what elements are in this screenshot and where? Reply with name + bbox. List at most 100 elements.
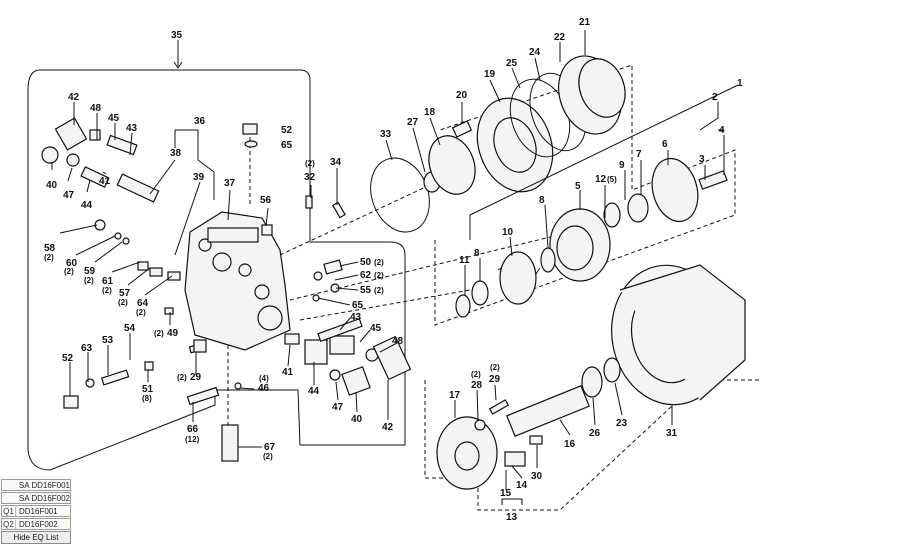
part-label: 12 bbox=[595, 174, 607, 185]
hide-eq-list-button[interactable]: Hide EQ List bbox=[1, 531, 71, 544]
part-label: 53 bbox=[102, 335, 114, 346]
part-label: 8 bbox=[539, 195, 545, 206]
part-label: 21 bbox=[579, 17, 591, 28]
part-30 bbox=[529, 435, 543, 445]
shaft-16 bbox=[506, 385, 590, 437]
part-label: 40 bbox=[46, 180, 58, 191]
part-label: 33 bbox=[380, 129, 392, 140]
part-label: 62 bbox=[360, 270, 372, 281]
part-label: 9 bbox=[619, 160, 625, 171]
plate-6 bbox=[651, 157, 699, 223]
ring-8a bbox=[540, 247, 556, 273]
part-label: 55 bbox=[360, 285, 372, 296]
lower-shaft-pins bbox=[193, 339, 242, 462]
o-ring-33 bbox=[370, 157, 430, 233]
axis-line-3 bbox=[299, 289, 471, 321]
part-label: 61 bbox=[102, 276, 114, 287]
cylinder-block-5-face bbox=[556, 225, 594, 271]
part-label: 57 bbox=[119, 288, 131, 299]
part-label: 59 bbox=[84, 266, 96, 277]
qty-label: (2) bbox=[263, 452, 273, 461]
part-label: 1 bbox=[737, 78, 743, 89]
block-port-1 bbox=[257, 305, 283, 331]
spring-10-coil bbox=[499, 251, 537, 305]
qty-label: (2) bbox=[305, 159, 315, 168]
part-label: 39 bbox=[193, 172, 205, 183]
part-label: 34 bbox=[330, 157, 342, 168]
qty-label: (5) bbox=[607, 175, 617, 184]
pin-29 bbox=[488, 399, 510, 415]
part-label: 35 bbox=[171, 30, 183, 41]
qty-label: (2) bbox=[471, 370, 481, 379]
top-plugs bbox=[242, 123, 346, 236]
eq-row-code: DD16F002 bbox=[19, 519, 58, 529]
part-label: 47 bbox=[332, 402, 344, 413]
part-label: 22 bbox=[554, 32, 566, 43]
part-label: 54 bbox=[124, 323, 136, 334]
part-label: 45 bbox=[108, 113, 120, 124]
part-label: 37 bbox=[224, 178, 236, 189]
leader-lines bbox=[51, 30, 739, 505]
bolt-3 bbox=[698, 170, 728, 190]
bearing-26 bbox=[581, 366, 603, 398]
eq-row[interactable]: Q1 DD16F001 bbox=[1, 505, 71, 517]
part-label: 41 bbox=[282, 367, 294, 378]
qty-label: (2) bbox=[374, 286, 384, 295]
qty-label: (2) bbox=[118, 298, 128, 307]
quantity-labels: (2) (2) (2) (2) (2) (2) (2) (2) (2) (2) … bbox=[44, 159, 617, 461]
eq-row[interactable]: SA DD16F002 bbox=[1, 492, 71, 504]
part-label: 45 bbox=[370, 323, 382, 334]
part-label: 58 bbox=[44, 243, 56, 254]
part-label: 20 bbox=[456, 90, 468, 101]
part-label: 64 bbox=[137, 298, 149, 309]
block-port-3 bbox=[212, 252, 232, 272]
relief-valve-left-upper bbox=[41, 117, 160, 203]
axis-line-1 bbox=[279, 184, 431, 256]
small-fittings-left bbox=[94, 219, 181, 315]
part-label: 50 bbox=[360, 257, 372, 268]
eq-row[interactable]: SA DD16F001 bbox=[1, 479, 71, 491]
part-label: 63 bbox=[81, 343, 93, 354]
part-label: 67 bbox=[264, 442, 276, 453]
part-label: 23 bbox=[616, 418, 628, 429]
relief-valve-right-lower bbox=[284, 259, 412, 396]
part-label: 3 bbox=[699, 154, 705, 165]
part-label: 10 bbox=[502, 227, 514, 238]
block-port-2 bbox=[254, 284, 270, 300]
part-label: 8 bbox=[474, 248, 480, 259]
part-label: 48 bbox=[392, 336, 404, 347]
part-label: 26 bbox=[589, 428, 601, 439]
eq-row[interactable]: Q2 DD16F002 bbox=[1, 518, 71, 530]
block-top-face bbox=[207, 227, 259, 243]
part-label: 24 bbox=[529, 47, 541, 58]
part-label: 52 bbox=[62, 353, 74, 364]
qty-label: (2) bbox=[177, 373, 187, 382]
part-label: 49 bbox=[167, 328, 179, 339]
eq-row-prefix: Q1 bbox=[2, 506, 16, 516]
qty-label: (2) bbox=[102, 286, 112, 295]
part-label: 43 bbox=[126, 123, 138, 134]
part-label: 32 bbox=[304, 172, 316, 183]
plate-18 bbox=[428, 135, 476, 195]
cover-17-center bbox=[454, 441, 480, 471]
valve-group-outline bbox=[27, 69, 406, 471]
part-label: 19 bbox=[484, 69, 496, 80]
part-label: 56 bbox=[260, 195, 272, 206]
qty-label: (2) bbox=[136, 308, 146, 317]
part-label: 44 bbox=[81, 200, 93, 211]
part-label: 30 bbox=[531, 471, 543, 482]
part-label: 41 bbox=[99, 176, 111, 187]
qty-label: (2) bbox=[374, 258, 384, 267]
part-label: 48 bbox=[90, 103, 102, 114]
qty-label: (4) bbox=[259, 374, 269, 383]
spring-20 bbox=[451, 120, 473, 138]
block-port-4 bbox=[238, 263, 252, 277]
part-label: 17 bbox=[449, 390, 461, 401]
part-label: 65 bbox=[352, 300, 364, 311]
part-label: 66 bbox=[187, 424, 199, 435]
part-label: 15 bbox=[500, 488, 512, 499]
part-label: 47 bbox=[63, 190, 75, 201]
eq-row-code: DD16F001 bbox=[19, 506, 58, 516]
ring-7 bbox=[627, 193, 649, 223]
